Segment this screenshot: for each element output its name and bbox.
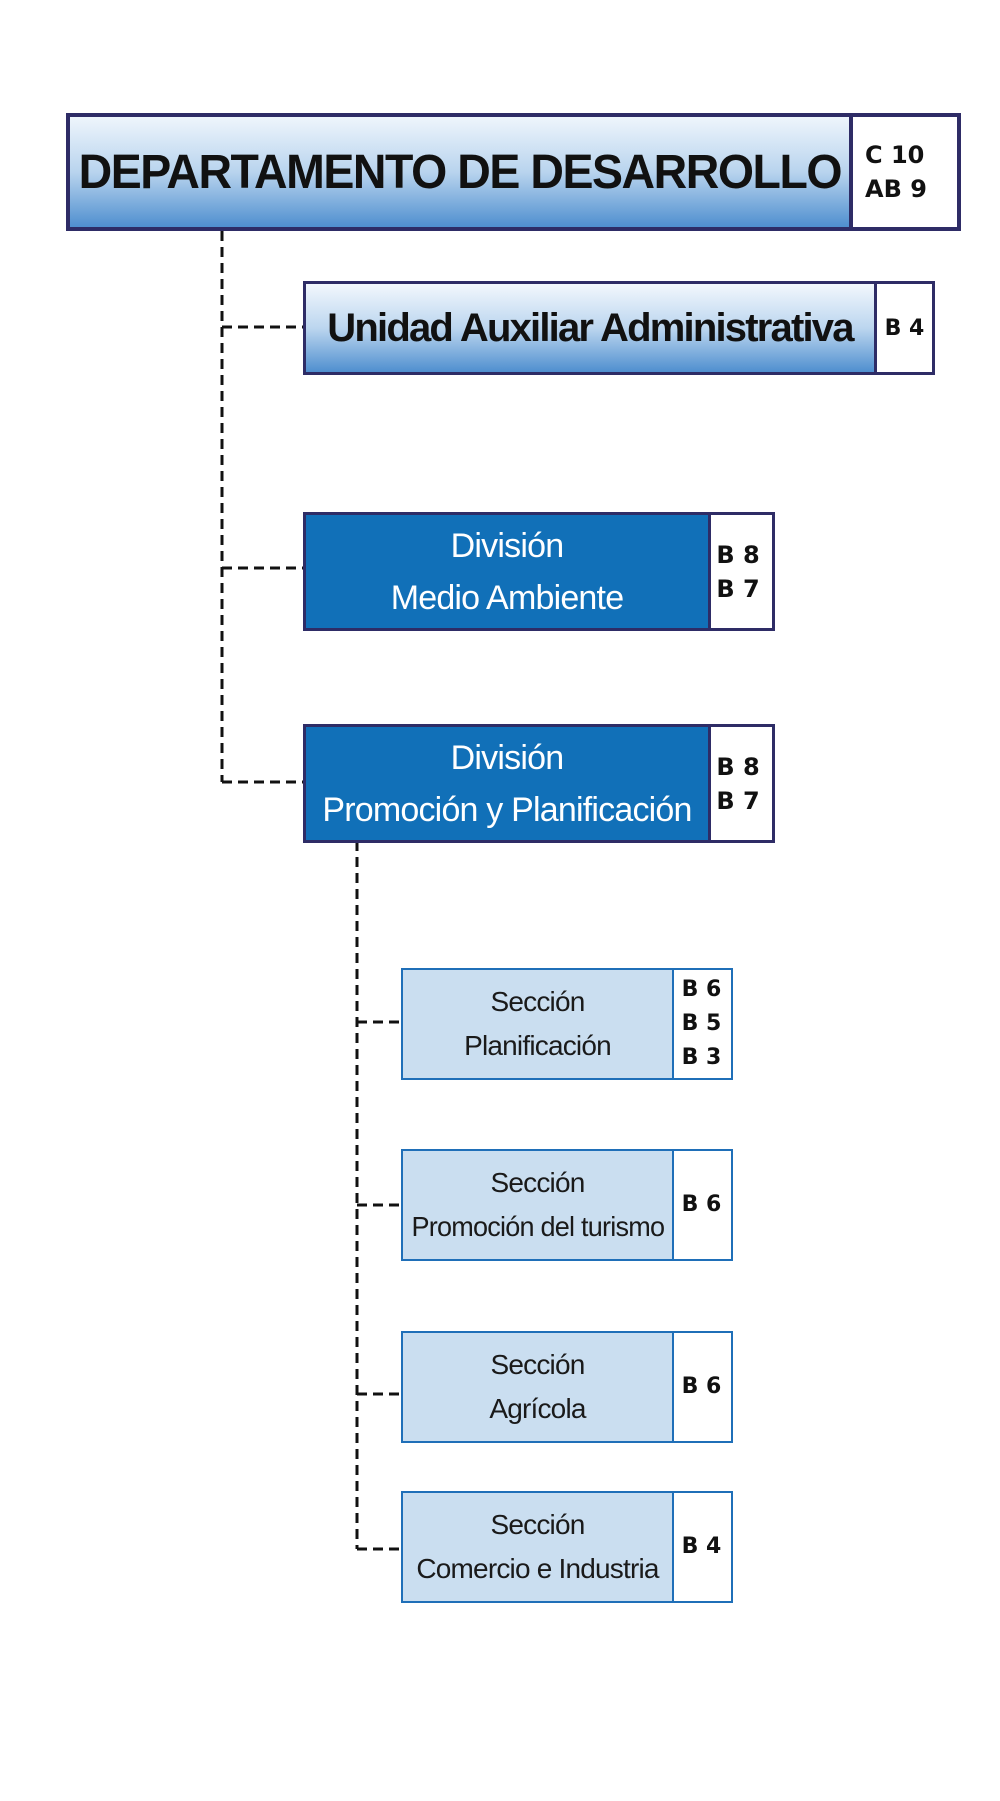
section-box-promocion-turismo: Sección Promoción del turismo B 6 (401, 1149, 733, 1261)
section-title-line1: Sección (490, 1509, 585, 1540)
division-title: División Medio Ambiente (306, 515, 711, 628)
section-code: B 3 (681, 1045, 722, 1070)
division-codes: B 8 B 7 (711, 515, 765, 628)
unit-title-text: Unidad Auxiliar Administrativa (327, 305, 854, 350)
section-box-planificacion: Sección Planificación B 6 B 5 B 3 (401, 968, 733, 1080)
section-code: B 6 (681, 1192, 722, 1217)
division-code: B 8 (716, 540, 760, 569)
division-box-medio-ambiente: División Medio Ambiente B 8 B 7 (303, 512, 775, 631)
section-codes: B 6 (674, 1151, 729, 1259)
section-title: Sección Comercio e Industria (403, 1493, 674, 1601)
section-title-line2: Planificación (464, 1030, 612, 1061)
section-title: Sección Promoción del turismo (403, 1151, 674, 1259)
section-box-comercio-industria: Sección Comercio e Industria B 4 (401, 1491, 733, 1603)
section-title-line2: Promoción del turismo (411, 1211, 665, 1242)
division-code: B 7 (716, 786, 760, 815)
department-code: C 10 (865, 141, 925, 169)
section-title-line1: Sección (490, 1349, 585, 1380)
section-code: B 6 (681, 977, 722, 1002)
unit-box: Unidad Auxiliar Administrativa B 4 (303, 281, 935, 375)
section-title-line2: Comercio e Industria (416, 1553, 659, 1584)
section-code: B 4 (681, 1534, 722, 1559)
section-title-line1: Sección (490, 986, 585, 1017)
department-codes: C 10 AB 9 (853, 117, 952, 227)
division-code: B 8 (716, 752, 760, 781)
division-codes: B 8 B 7 (711, 727, 765, 840)
division-title-line1: División (450, 526, 564, 565)
unit-codes: B 4 (877, 284, 932, 372)
department-box: DEPARTAMENTO DE DESARROLLO C 10 AB 9 (66, 113, 961, 231)
section-title: Sección Planificación (403, 970, 674, 1078)
division-title-line2: Promoción y Planificación (322, 790, 692, 829)
division-box-promocion-planificacion: División Promoción y Planificación B 8 B… (303, 724, 775, 843)
department-title: DEPARTAMENTO DE DESARROLLO (70, 117, 853, 227)
section-code: B 6 (681, 1374, 722, 1399)
division-title: División Promoción y Planificación (306, 727, 711, 840)
section-box-agricola: Sección Agrícola B 6 (401, 1331, 733, 1443)
division-title-line2: Medio Ambiente (390, 578, 624, 617)
section-code: B 5 (681, 1011, 722, 1036)
unit-title: Unidad Auxiliar Administrativa (306, 284, 877, 372)
section-title-line1: Sección (490, 1167, 585, 1198)
division-title-line1: División (450, 738, 564, 777)
division-code: B 7 (716, 574, 760, 603)
section-codes: B 6 B 5 B 3 (674, 970, 729, 1078)
department-code: AB 9 (865, 175, 927, 203)
section-title: Sección Agrícola (403, 1333, 674, 1441)
unit-code: B 4 (884, 315, 925, 341)
section-codes: B 6 (674, 1333, 729, 1441)
section-title-line2: Agrícola (489, 1393, 586, 1424)
department-title-text: DEPARTAMENTO DE DESARROLLO (78, 145, 842, 199)
section-codes: B 4 (674, 1493, 729, 1601)
